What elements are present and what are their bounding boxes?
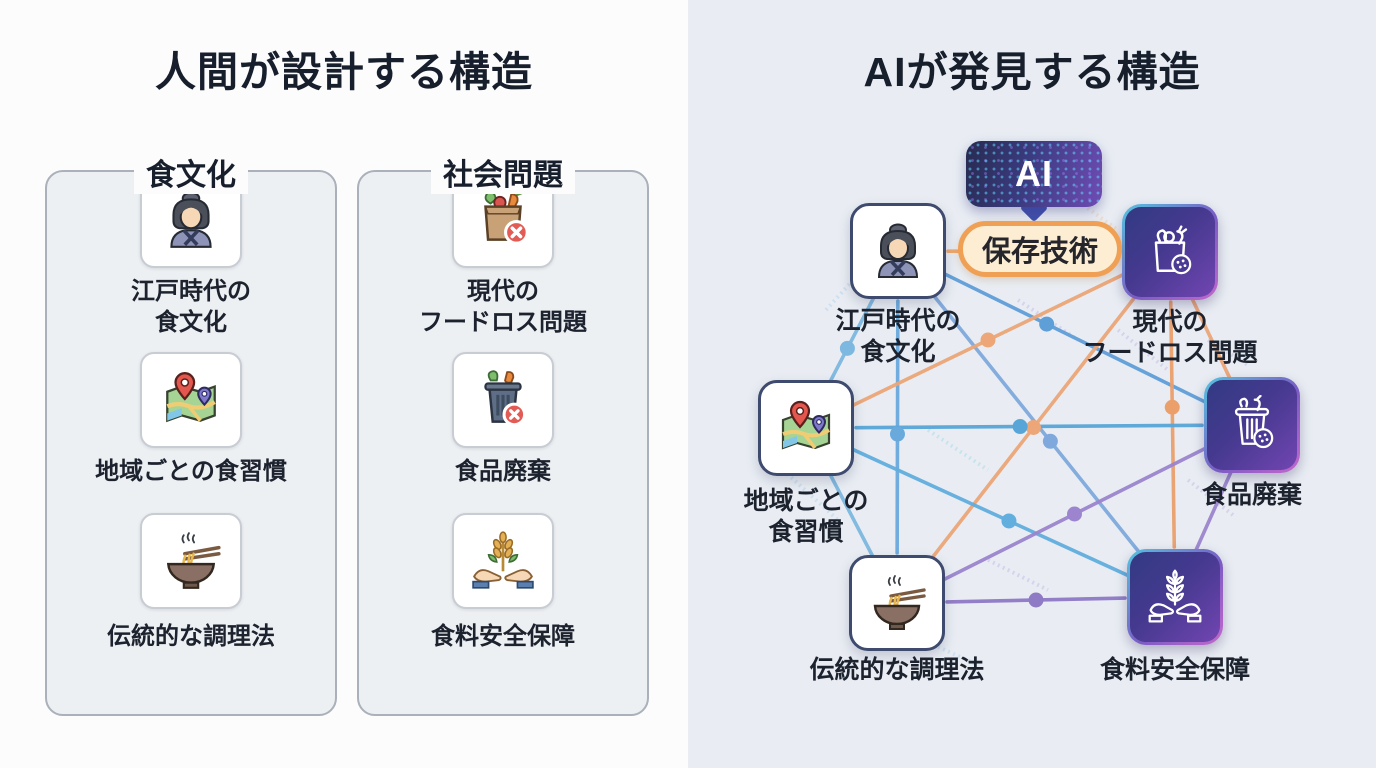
node-modern-food-loss <box>1122 204 1218 300</box>
food-waste-bin-icon <box>470 367 536 433</box>
card-label: 食料安全保障 <box>431 622 575 650</box>
node-label-traditional-cooking: 伝統的な調理法 <box>809 656 985 684</box>
edge-dot-edo-cooking <box>889 426 905 442</box>
group-social-issues: 社会問題 現代の フードロス問題 食品廃棄 食料安全保障 <box>357 150 649 716</box>
node-food-security <box>1127 549 1223 645</box>
discovered-link-label: 保存技術 <box>957 221 1123 277</box>
edge-region-security <box>849 447 1132 578</box>
ai-badge: AI <box>966 141 1102 207</box>
wheat-hands-line-icon <box>1145 567 1205 627</box>
network-graph <box>781 203 1250 667</box>
card-label: 現代の フードロス問題 <box>419 278 587 337</box>
edge-dot-edo-region <box>839 340 855 356</box>
edge-dot-region-waste <box>1012 419 1028 435</box>
card-label: 江戸時代の 食文化 <box>131 278 251 337</box>
node-label-edo: 江戸時代の食文化 <box>835 307 961 366</box>
edge-edo-region <box>827 293 877 386</box>
card-food-security <box>452 512 554 609</box>
group-social-issues-title: 社会問題 <box>431 150 575 194</box>
human-structure-panel: 人間が設計する構造 食文化 江戸時代の 食文化 地域ごとの食習慣 伝統的な調理法 <box>45 49 649 716</box>
node-regional-habits <box>758 380 854 476</box>
node-label-regional-habits: 地域ごとの食習慣 <box>743 487 869 546</box>
node-traditional-cooking <box>849 555 945 651</box>
group-food-culture-title: 食文化 <box>134 150 248 194</box>
edge-dot-cooking-waste <box>1067 506 1082 522</box>
texture-streaks <box>781 203 1250 667</box>
grocery-bag-line-icon <box>1140 222 1200 282</box>
edge-dot-cooking-security <box>1028 592 1044 608</box>
right-panel-title: AIが発見する構造 <box>863 49 1201 95</box>
edge-region-cooking <box>827 470 876 561</box>
node-edo-food-culture <box>850 203 946 299</box>
edge-dot-foodloss-security <box>1164 399 1180 415</box>
card-label: 食品廃棄 <box>455 458 551 486</box>
region-map-icon <box>158 367 224 433</box>
region-map-icon <box>774 396 838 460</box>
card-traditional-cooking <box>140 512 242 609</box>
edge-dot-foodloss-region <box>980 332 996 348</box>
edge-waste-security <box>1193 468 1234 554</box>
edge-dot-foodloss-cooking <box>1026 420 1041 435</box>
edge-dot-edo-security <box>1042 433 1058 449</box>
group-food-culture: 食文化 江戸時代の 食文化 地域ごとの食習慣 伝統的な調理法 <box>45 150 337 716</box>
node-label-food-waste: 食品廃棄 <box>1201 481 1303 509</box>
noodle-bowl-icon <box>158 528 224 594</box>
edo-woman-icon <box>158 187 224 253</box>
grocery-bag-x-icon <box>470 187 536 253</box>
node-label-food-loss: 現代のフードロス問題 <box>1082 308 1258 367</box>
card-food-waste <box>452 352 554 449</box>
node-food-waste <box>1204 377 1300 473</box>
edge-edo-waste <box>941 271 1209 405</box>
left-panel-title: 人間が設計する構造 <box>155 49 533 95</box>
edge-dot-edo-waste <box>1039 316 1055 332</box>
ai-structure-panel: AIが発見する構造 <box>688 0 1376 768</box>
edge-foodloss-waste <box>1189 295 1233 382</box>
card-regional-habits <box>140 352 242 449</box>
node-label-food-security: 食料安全保障 <box>1099 656 1251 684</box>
waste-bin-line-icon <box>1222 395 1282 455</box>
card-label: 地域ごとの食習慣 <box>95 458 287 486</box>
wheat-hands-icon <box>470 528 536 594</box>
card-label: 伝統的な調理法 <box>107 622 275 650</box>
edo-woman-icon <box>866 219 930 283</box>
edge-dot-region-security <box>1001 513 1017 529</box>
noodle-bowl-icon <box>865 571 929 635</box>
